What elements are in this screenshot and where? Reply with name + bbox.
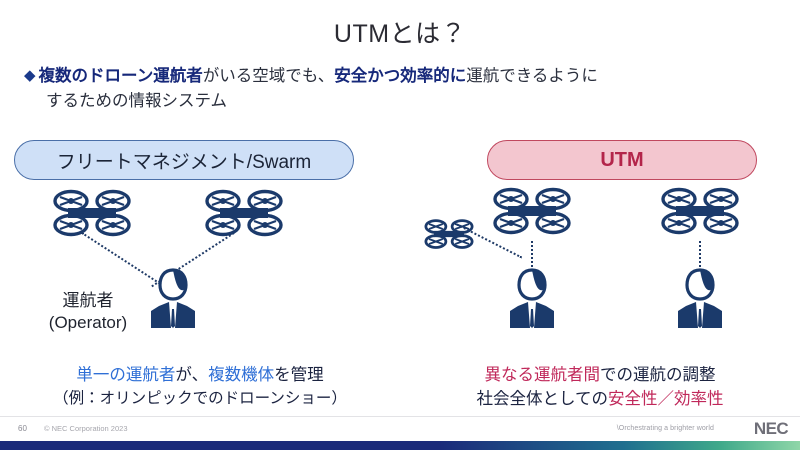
copyright-text: © NEC Corporation 2023 (44, 424, 128, 433)
bullet-paragraph: ◆複数のドローン運航者がいる空域でも、安全かつ効率的に運航できるように するため… (24, 64, 780, 114)
right-panel-header-label: UTM (600, 148, 644, 171)
right-panel-header: UTM (487, 140, 757, 180)
right-panel-caption: 異なる運航者間での運航の調整 社会全体としての安全性／効率性 (400, 364, 800, 412)
drone-icon-small (424, 218, 474, 255)
drone-icon (660, 186, 740, 241)
right-caption-crimson-1: 異なる運航者間 (484, 366, 601, 384)
left-caption-blue-2: 複数機体 (208, 366, 275, 384)
left-panel-header-label: フリートマネジメント/Swarm (56, 151, 312, 173)
bullet-bold-phrase-1: 複数のドローン運航者 (38, 67, 203, 85)
operator-icon (670, 268, 730, 335)
drone-icon (492, 186, 572, 241)
drone-icon (204, 188, 284, 243)
left-panel-diagram (8, 180, 398, 365)
bullet-bold-phrase-2: 安全かつ効率的に (334, 67, 467, 85)
right-caption-crimson-2: 安全性／効率性 (608, 389, 724, 408)
bullet-normal-phrase-1: がいる空域でも、 (202, 67, 335, 85)
operator-label: 運航者 (Operator) (28, 290, 148, 334)
footer-gradient-bar (0, 441, 800, 450)
footer-divider (0, 416, 800, 417)
right-caption-line-1: 異なる運航者間での運航の調整 (400, 364, 800, 388)
right-caption-line-2: 社会全体としての安全性／効率性 (400, 388, 800, 412)
right-caption-dark-1: での運航の調整 (600, 366, 716, 384)
left-panel-header: フリートマネジメント/Swarm (14, 140, 354, 180)
left-caption-blue-1: 単一の運航者 (76, 366, 176, 384)
right-panel-diagram (410, 180, 792, 365)
left-panel-caption: 単一の運航者が、複数機体を管理 （例：オリンピックでのドローンショー） (0, 364, 400, 410)
bullet-normal-phrase-2: 運航できるように (466, 67, 598, 85)
drone-icon (52, 188, 132, 243)
bullet-diamond-icon: ◆ (24, 67, 36, 84)
bullet-line-2: するための情報システム (46, 91, 228, 110)
left-caption-dark-1: が、 (175, 366, 209, 384)
right-caption-dark-2: 社会全体としての (476, 389, 608, 408)
slide-footer: 60 © NEC Corporation 2023 \Orchestrating… (0, 416, 800, 450)
left-panel: フリートマネジメント/Swarm (8, 140, 398, 365)
left-caption-example: （例：オリンピックでのドローンショー） (53, 389, 347, 407)
operator-icon (143, 268, 203, 335)
left-caption-dark-2: を管理 (274, 366, 324, 384)
nec-tagline: \Orchestrating a brighter world (616, 425, 714, 432)
page-title: UTMとは？ (333, 20, 467, 48)
nec-logo: NEC (753, 419, 789, 438)
operator-label-en: (Operator) (48, 312, 128, 332)
operator-icon (502, 268, 562, 335)
page-number: 60 (18, 424, 27, 433)
left-caption-line-1: 単一の運航者が、複数機体を管理 (0, 364, 400, 388)
right-panel: UTM (410, 140, 792, 365)
operator-label-jp: 運航者 (62, 291, 114, 310)
